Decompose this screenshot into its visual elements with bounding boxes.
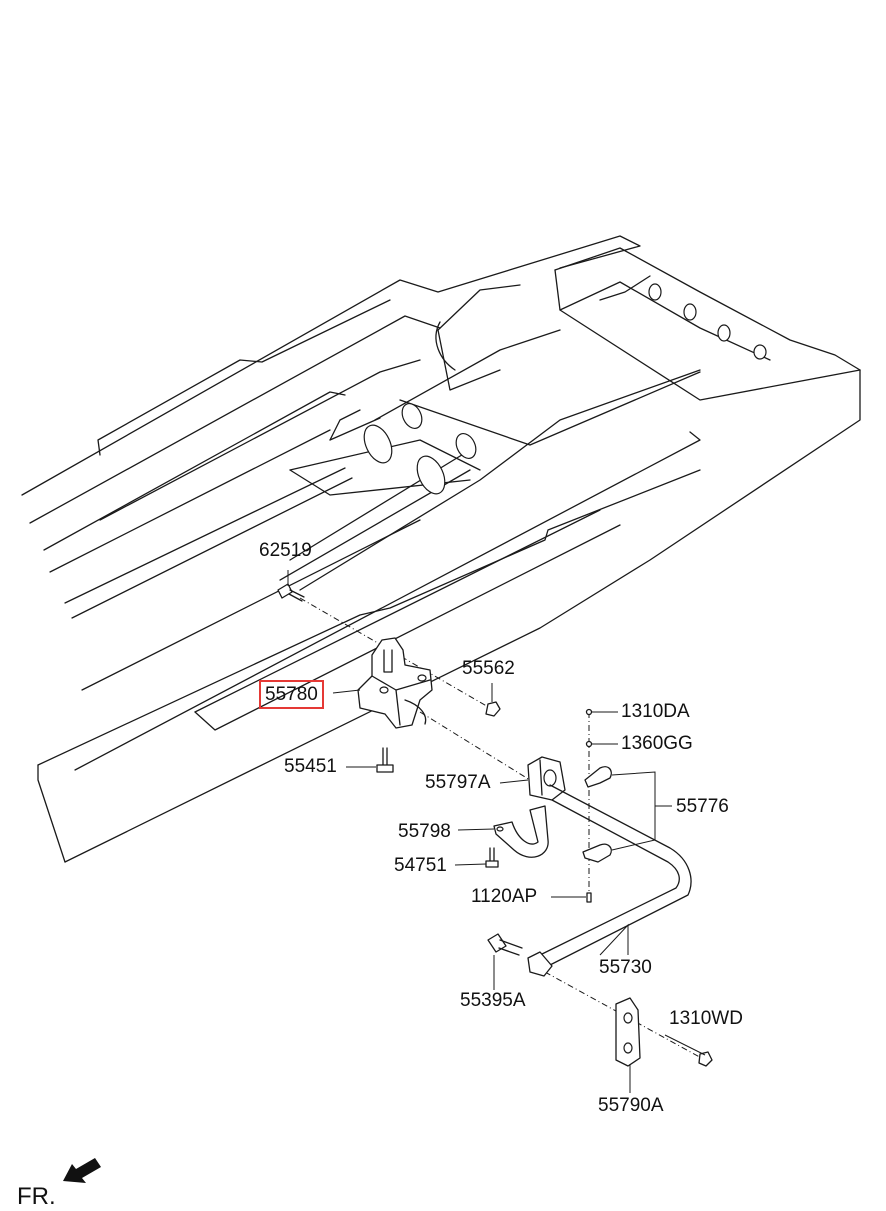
label-55562[interactable]: 55562: [462, 658, 515, 679]
label-55790a[interactable]: 55790A: [598, 1095, 664, 1116]
label-1360gg[interactable]: 1360GG: [621, 733, 693, 754]
chassis-frame: [21, 235, 861, 863]
label-1120ap[interactable]: 1120AP: [471, 886, 538, 907]
label-1310da[interactable]: 1310DA: [621, 701, 690, 722]
label-1310wd[interactable]: 1310WD: [669, 1008, 743, 1029]
label-55395a[interactable]: 55395A: [460, 990, 526, 1011]
label-55776[interactable]: 55776: [676, 796, 729, 817]
label-55797a[interactable]: 55797A: [425, 772, 491, 793]
stabilizer-bar-55730: [527, 784, 692, 977]
label-54751[interactable]: 54751: [394, 855, 447, 876]
front-orientation-label: FR.: [17, 1183, 56, 1210]
nut-1310wd: [698, 1051, 713, 1067]
clamp-55798: [493, 805, 549, 858]
label-55451[interactable]: 55451: [284, 756, 337, 777]
bushing-55797a: [527, 756, 566, 801]
bolt-55451: [376, 747, 394, 773]
clamp-55776: [582, 766, 612, 863]
bolt-55395a: [487, 933, 523, 956]
label-55730[interactable]: 55730: [599, 957, 652, 978]
bracket-55780: [357, 637, 433, 729]
bolt-54751: [485, 847, 499, 868]
label-55780-highlighted[interactable]: 55780: [259, 680, 324, 709]
nut-55562: [485, 701, 501, 717]
front-direction-arrow-icon: [63, 1158, 101, 1183]
label-62519[interactable]: 62519: [259, 540, 312, 561]
label-55798[interactable]: 55798: [398, 821, 451, 842]
link-plate-55790a: [615, 997, 641, 1067]
leader-lines: [287, 570, 706, 1093]
bolt-62519: [277, 583, 305, 602]
